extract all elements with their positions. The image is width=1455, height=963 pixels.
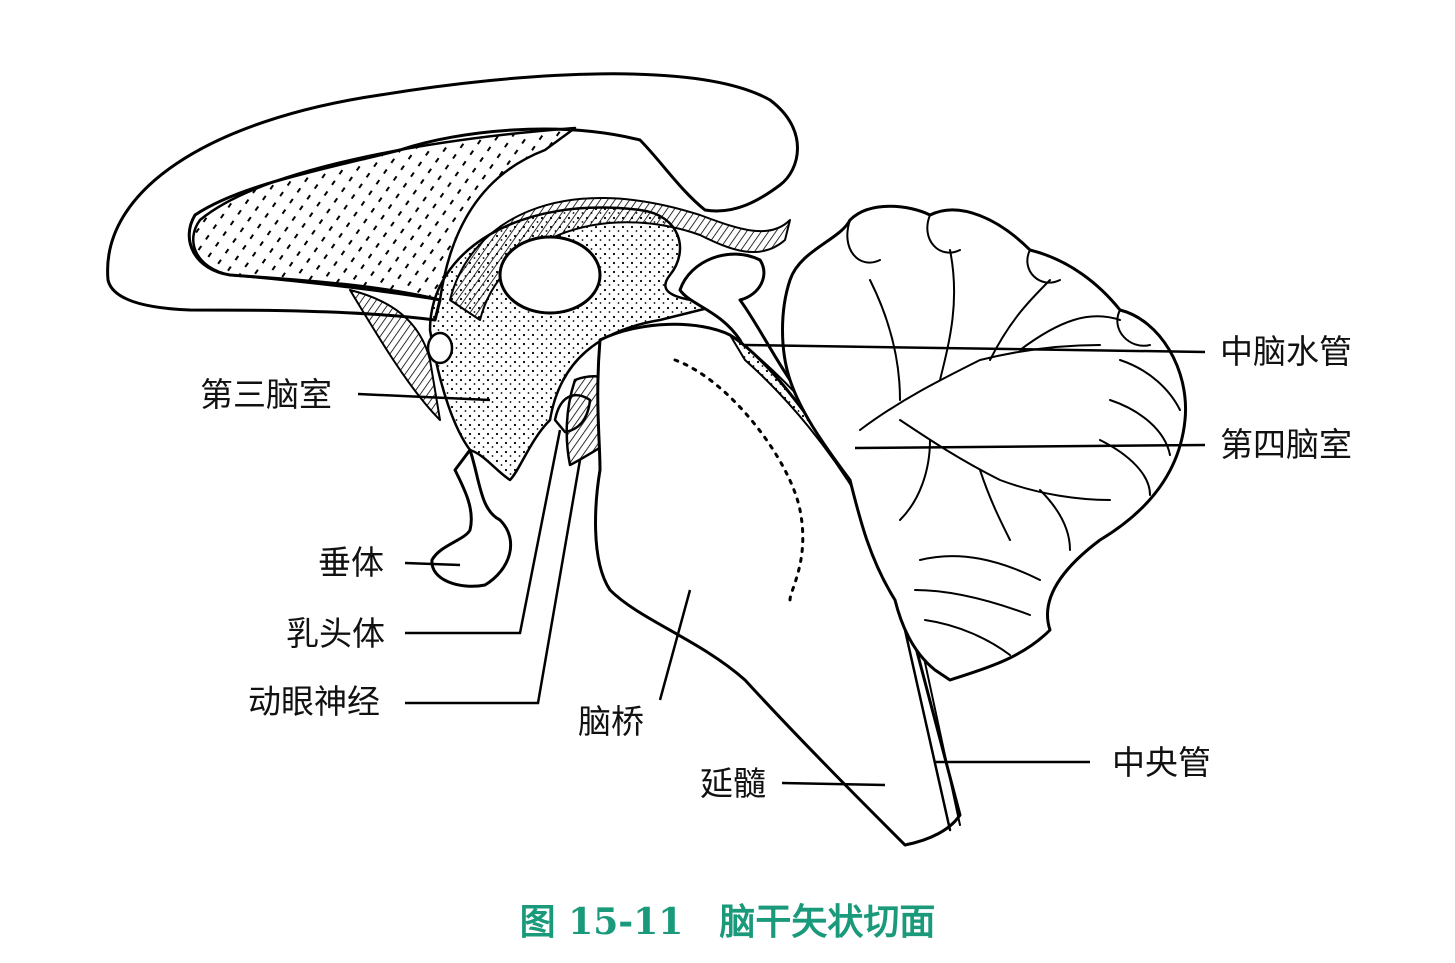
pons-boundary — [673, 358, 805, 602]
central-canal — [903, 628, 952, 832]
leader-hypophysis — [404, 561, 461, 567]
label-pons: 脑桥 — [578, 702, 644, 741]
anterior-commissure — [426, 331, 454, 365]
label-hypophysis: 垂体 — [318, 543, 384, 582]
lamina-terminalis — [349, 289, 441, 421]
fornix-region — [192, 126, 577, 302]
leader-third-ventricle — [357, 392, 491, 402]
leader-fourth-ventricle — [854, 443, 1206, 450]
hypophysis — [430, 448, 513, 588]
leader-cerebral-aqueduct — [744, 343, 1206, 354]
label-oculomotor-nerve: 动眼神经 — [248, 682, 380, 721]
label-mammillary-body: 乳头体 — [286, 614, 385, 653]
label-fourth-ventricle: 第四脑室 — [1220, 425, 1352, 464]
caption-title: 脑干矢状切面 — [719, 901, 936, 943]
cerebellum — [781, 204, 1188, 682]
label-cerebral-aqueduct: 中脑水管 — [1220, 332, 1352, 371]
leader-mammillary-body — [405, 429, 562, 635]
caption-number: 图 15-11 — [519, 901, 684, 943]
label-central-canal: 中央管 — [1112, 743, 1211, 782]
label-third-ventricle: 第三脑室 — [200, 375, 332, 414]
leader-pons — [658, 589, 692, 701]
figure-caption: 图 15-11 脑干矢状切面 — [0, 893, 1455, 945]
label-medulla: 延髓 — [700, 764, 766, 803]
leader-oculomotor-nerve — [405, 459, 582, 705]
leader-medulla — [781, 781, 886, 787]
interthalamic-adhesion — [498, 235, 602, 315]
